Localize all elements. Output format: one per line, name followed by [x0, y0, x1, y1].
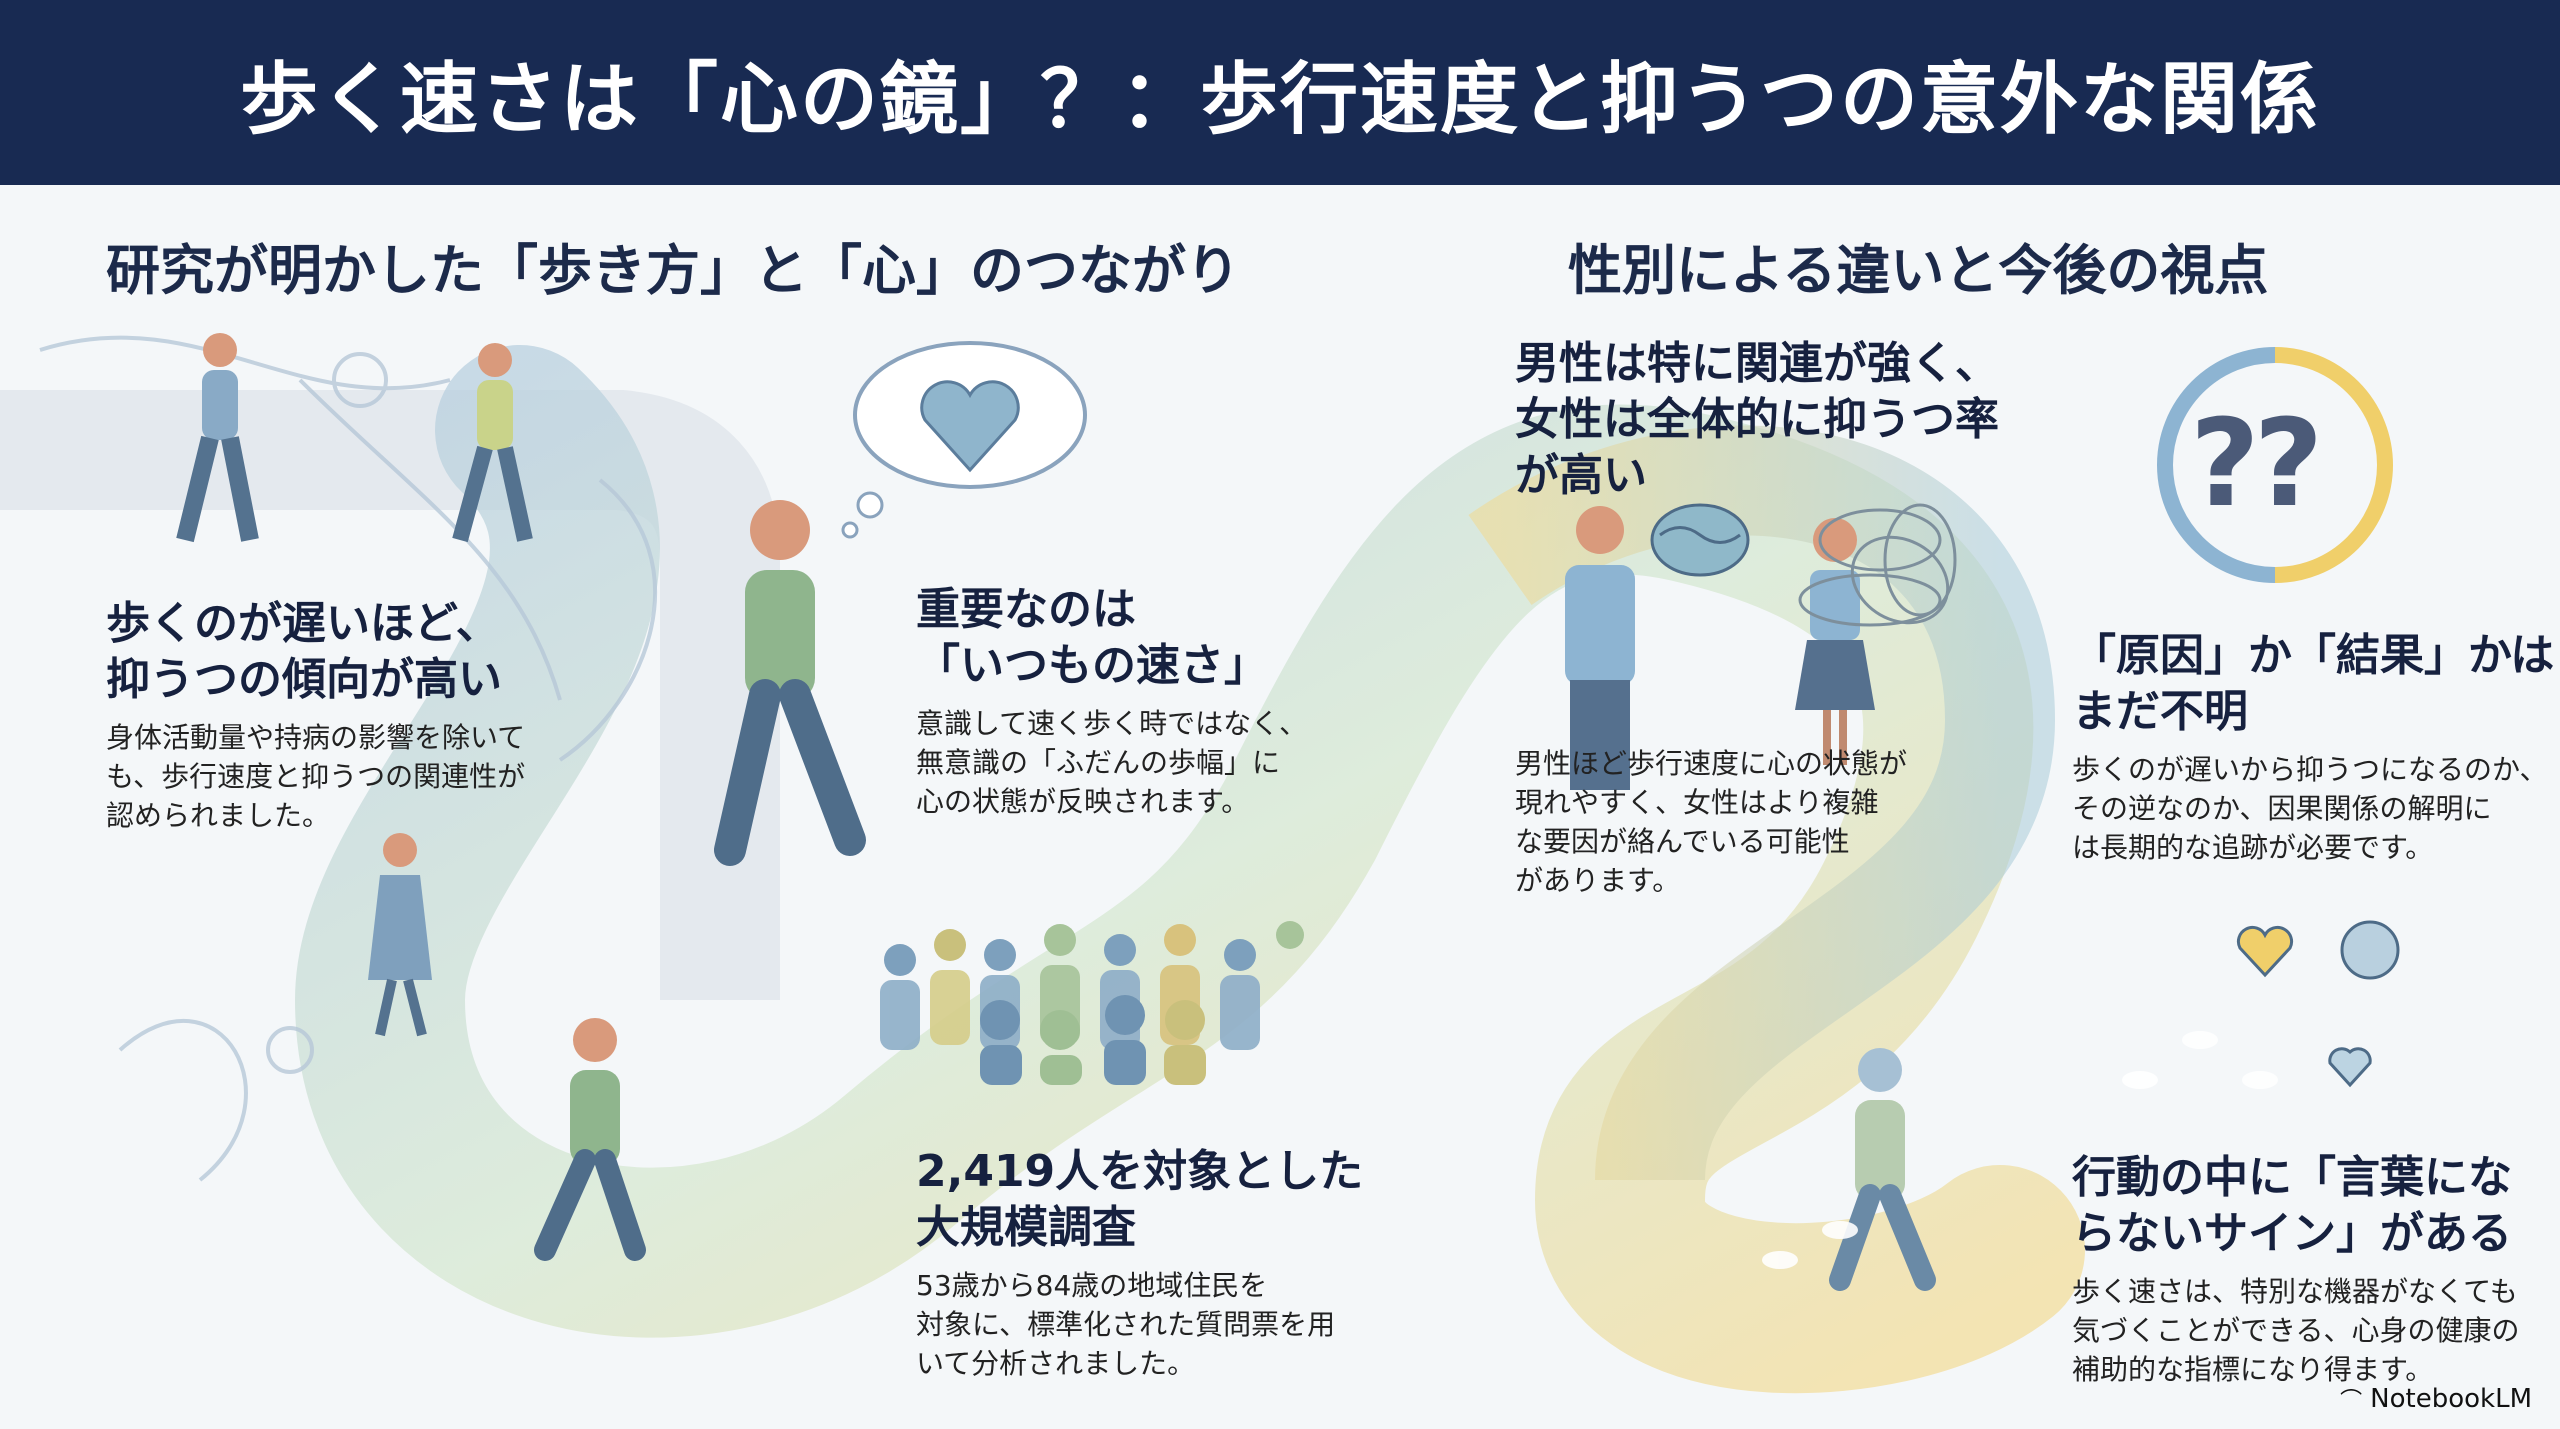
block-title: 行動の中に「言葉にな らないサイン」がある [2072, 1152, 2512, 1259]
section-heading-right: 性別による違いと今後の視点 [1568, 239, 2269, 302]
block-body: 意識して速く歩く時ではなく、 無意識の「ふだんの歩幅」に 心の状態が反映されます… [916, 707, 1308, 818]
thought-cloud-heart-icon [841, 341, 1087, 539]
brain-icon [1650, 503, 1750, 577]
block-title: 2,419人を対象とした 大規模調査 [916, 1146, 1364, 1253]
finding-slow-walking: 歩くのが遅いほど、 抑うつの傾向が高い 身体活動量や持病の影響を除いて も、歩行… [106, 596, 525, 835]
title-banner: 歩く速さは「心の鏡」？：歩行速度と抑うつの意外な関係 [0, 0, 2560, 185]
health-icons [1762, 920, 2400, 1269]
page-title: 歩く速さは「心の鏡」？：歩行速度と抑うつの意外な関係 [239, 54, 2320, 145]
tangled-lines-icon [1798, 503, 1957, 627]
finding-gender-difference: 男性は特に関連が強く、 女性は全体的に抑うつ率 が高い 男性ほど歩行速度に心の状… [1515, 336, 1999, 900]
block-body: 歩くのが遅いから抑うつになるのか、 その逆なのか、因果関係の解明に は長期的な追… [2072, 753, 2548, 864]
brand-label: NotebookLM [2370, 1384, 2532, 1414]
notebooklm-logo-icon: ⌒ [2340, 1389, 2363, 1414]
finding-usual-speed: 重要なのは 「いつもの速さ」 意識して速く歩く時ではなく、 無意識の「ふだんの歩… [916, 582, 1307, 821]
notebooklm-brand: ⌒ NotebookLM [2340, 1383, 2532, 1415]
section-heading-left: 研究が明かした「歩き方」と「心」のつながり [106, 239, 1240, 302]
question-marks: ?? [2190, 395, 2323, 534]
block-body: 男性ほど歩行速度に心の状態が 現れやすく、女性はより複雑 な要因が絡んでいる可能… [1515, 747, 1908, 897]
block-title: 歩くのが遅いほど、 抑うつの傾向が高い [106, 598, 502, 705]
finding-cause-unknown: 「原因」か「結果」かは まだ不明 歩くのが遅いから抑うつになるのか、 その逆なの… [2072, 628, 2554, 867]
crowd-illustration [880, 921, 1304, 1085]
finding-nonverbal-sign: 行動の中に「言葉にな らないサイン」がある 歩く速さは、特別な機器がなくても 気… [2072, 1150, 2519, 1389]
block-title: 男性は特に関連が強く、 女性は全体的に抑うつ率 が高い [1515, 338, 1999, 501]
question-circle-icon [2157, 347, 2393, 583]
walker-figures [176, 333, 1936, 1291]
block-body: 53歳から84歳の地域住民を 対象に、標準化された質問票を用 いて分析されました… [916, 1269, 1336, 1380]
block-body: 歩く速さは、特別な機器がなくても 気づくことができる、心身の健康の 補助的な指標… [2072, 1275, 2520, 1386]
block-title: 重要なのは 「いつもの速さ」 [916, 584, 1268, 691]
block-title: 「原因」か「結果」かは まだ不明 [2072, 630, 2555, 737]
block-body: 身体活動量や持病の影響を除いて も、歩行速度と抑うつの関連性が 認められました。 [106, 721, 526, 832]
finding-large-survey: 2,419人を対象とした 大規模調査 53歳から84歳の地域住民を 対象に、標準… [916, 1144, 1363, 1383]
